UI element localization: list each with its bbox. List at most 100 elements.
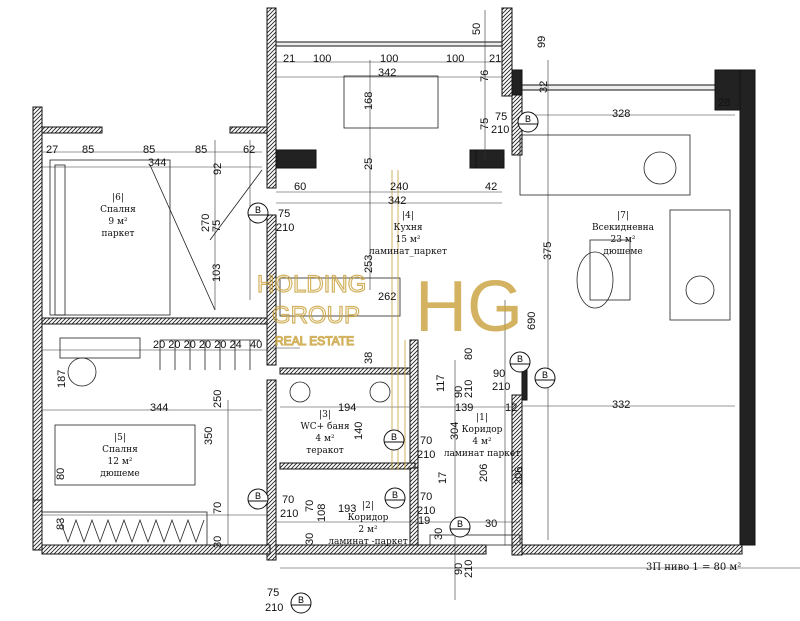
dimension-label: 85 <box>195 144 207 156</box>
wall <box>266 214 277 366</box>
dimension-label: 210 <box>276 222 294 234</box>
dimension-label: 30 <box>212 536 224 548</box>
dimension-label: 342 <box>378 67 396 79</box>
window <box>521 84 716 91</box>
dimension-label: 70 <box>212 502 224 514</box>
dimension-label: 32 <box>538 81 550 93</box>
wall-solid <box>739 69 756 546</box>
dimension-label: 139 <box>455 402 473 414</box>
dimension-label: 194 <box>338 402 356 414</box>
dimension-label: 25 <box>363 158 375 170</box>
wall <box>511 394 523 556</box>
wall <box>41 317 271 325</box>
dimension-label: 103 <box>211 264 223 282</box>
wall-solid <box>714 69 741 111</box>
wall <box>41 544 271 555</box>
door-label: B <box>391 432 397 442</box>
dimension-label: 70 <box>420 435 432 447</box>
door-label: B <box>255 205 261 215</box>
dimension-label: 99 <box>536 36 548 48</box>
dimension-label: 210 <box>280 508 298 520</box>
dimension-label: 70 <box>304 500 316 512</box>
dimension-lines <box>40 10 800 600</box>
window <box>275 41 503 47</box>
room-floor: дюшеме <box>100 469 139 479</box>
dimension-label: 90 <box>453 563 465 575</box>
door-label: B <box>542 370 548 380</box>
dimension-label: 240 <box>390 181 408 193</box>
dimension-label: 328 <box>612 108 630 120</box>
wall <box>41 126 103 134</box>
dimension-label: 21 <box>489 53 501 65</box>
door-marker: B <box>247 202 269 224</box>
dimension-label: 168 <box>363 92 375 110</box>
room-name: Коридор <box>348 513 389 523</box>
room-floor: ламинат_паркет <box>369 247 447 257</box>
dimension-label: 210 <box>265 602 283 614</box>
dimension-label: 206 <box>513 467 525 485</box>
door-label: B <box>255 491 261 501</box>
door-marker: B <box>534 367 556 389</box>
dimension-label: 210 <box>463 560 475 578</box>
dimension-label: 50 <box>471 23 483 35</box>
dimension-label: 75 <box>211 220 223 232</box>
dimension-label: 19 <box>418 515 430 527</box>
room-area: 23 м² <box>611 235 636 245</box>
dimension-label: 690 <box>526 312 538 330</box>
door-marker: B <box>509 351 531 373</box>
wall <box>521 544 743 555</box>
dimension-label: 60 <box>294 181 306 193</box>
dimension-label: 75 <box>267 587 279 599</box>
dimension-label: 210 <box>463 380 475 398</box>
room-area: 15 м² <box>396 235 421 245</box>
door-label: B <box>525 114 531 124</box>
dimension-label: 140 <box>353 422 365 440</box>
dimension-label: 332 <box>612 399 630 411</box>
dimension-label: 42 <box>485 181 497 193</box>
door-marker: B <box>449 516 471 538</box>
dimension-label: 38 <box>363 352 375 364</box>
dimension-label: 70 <box>420 491 432 503</box>
dimension-label: 117 <box>435 374 447 392</box>
dimension-label: 30 <box>433 528 445 540</box>
dimension-label: 262 <box>378 291 396 303</box>
walls <box>32 7 756 561</box>
dimension-label: 253 <box>363 255 375 273</box>
room-name: Кухня <box>393 223 422 233</box>
dimension-label: 76 <box>479 70 491 82</box>
floor-area-caption: 3П ниво 1 = 80 м² <box>646 562 741 573</box>
room-name: Спалня <box>102 445 138 455</box>
wall <box>409 467 419 546</box>
wall-solid <box>275 149 317 169</box>
dimension-label: 85 <box>82 144 94 156</box>
dimension-label: 27 <box>46 144 58 156</box>
door-label: B <box>457 519 463 529</box>
dimension-label: 62 <box>243 144 255 156</box>
room-floor: теракот <box>306 446 343 456</box>
door-label: B <box>392 490 398 500</box>
dimension-label: 375 <box>542 242 554 260</box>
room-area: 12 м² <box>108 457 133 467</box>
room-num: |2| <box>362 501 374 511</box>
wall <box>279 462 416 470</box>
room-area: 9 м² <box>108 217 128 227</box>
wall <box>501 7 513 97</box>
furniture <box>41 75 731 546</box>
dimension-label: 12 <box>505 402 517 414</box>
room-num: |3| <box>319 410 331 420</box>
watermark-group: GROUP <box>272 302 360 329</box>
door-marker: B <box>517 111 539 133</box>
watermark-hg-logo: HG <box>415 267 523 347</box>
dimension-label: 270 <box>200 214 212 232</box>
wall <box>229 126 271 134</box>
dimension-label: 350 <box>203 427 215 445</box>
dimension-label: 70 <box>282 494 294 506</box>
dimension-label: 250 <box>212 390 224 408</box>
room-floor: ламинат -паркет <box>328 537 407 547</box>
wall <box>32 106 43 548</box>
room-floor: ламинат паркет <box>444 449 520 459</box>
dimension-label: 83 <box>55 518 67 530</box>
room-num: |4| <box>402 211 414 221</box>
